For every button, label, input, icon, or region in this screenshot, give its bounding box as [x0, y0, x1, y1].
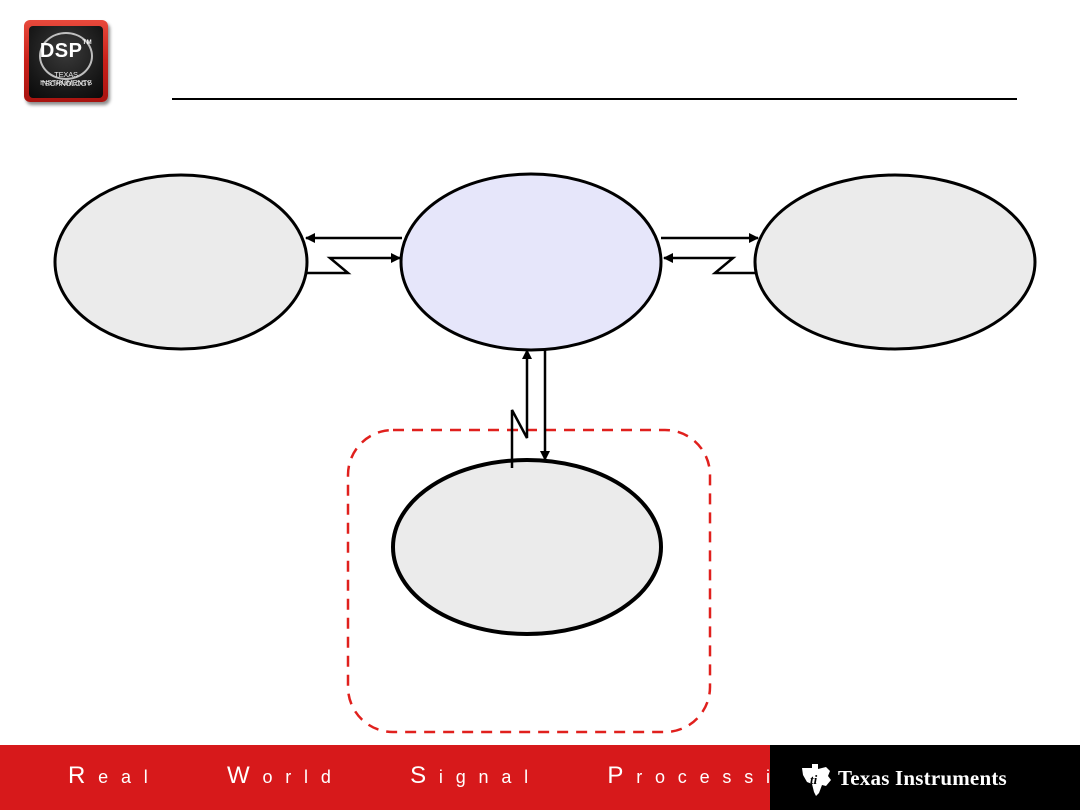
dsp-logo-line1: TEXAS INSTRUMENTS [40, 70, 92, 87]
ti-company-name: Texas Instruments [838, 766, 1007, 790]
dsp-logo-ring [39, 32, 93, 80]
dsp-logo-tm: TM [82, 40, 93, 46]
arrow-right-to-center [663, 253, 757, 275]
bottom-group-boundary [346, 428, 712, 734]
dsp-logo-line2: TECHNOLOGY [40, 79, 92, 88]
footer-red-band [0, 745, 770, 810]
dsp-logo-text: DSP [39, 40, 83, 62]
tagline-word-world: World [227, 762, 344, 789]
ti-logo-icon: ti [802, 764, 831, 796]
title-underline [172, 98, 1017, 100]
right-node [753, 173, 1037, 351]
tagline-word-real: Real [68, 762, 161, 789]
bottom-node [391, 458, 663, 636]
arrow-bottom-to-center [510, 349, 532, 468]
dsp-logo-word: DSPTM [29, 40, 103, 63]
center-node [399, 172, 663, 352]
left-node [53, 173, 309, 351]
svg-text:ti: ti [810, 772, 818, 787]
tagline-word-signal: Signal [410, 762, 541, 789]
dsp-logo: DSPTM TEXAS INSTRUMENTS TECHNOLOGY [24, 20, 108, 102]
arrow-left-to-center [306, 253, 401, 275]
footer-tagline: Real World Signal ProcessingTM [68, 764, 840, 789]
dsp-logo-face: DSPTM TEXAS INSTRUMENTS TECHNOLOGY [29, 26, 103, 98]
